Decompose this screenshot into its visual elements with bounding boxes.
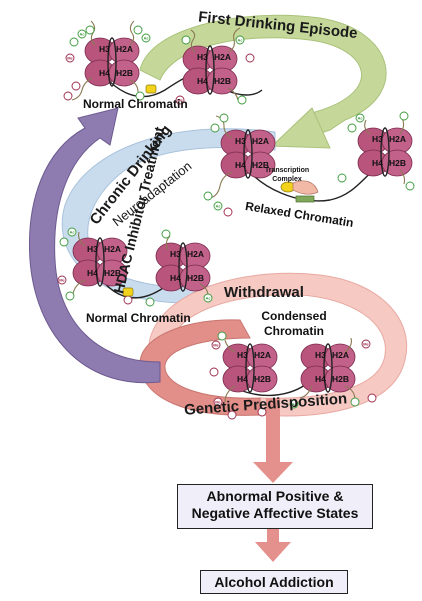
histone-h2b-label: H2B [104,268,121,278]
histone-h3-label: H3 [87,244,98,254]
histone-h4-label: H4 [237,374,248,384]
histone-h3-label: H3 [235,136,246,146]
transcription-complex [280,180,319,203]
acetyl-label: Ac [357,116,363,121]
histone-h3-label: H3 [197,52,208,62]
histone-h2b-label: H2B [252,160,269,170]
histone-h4-label: H4 [99,68,110,78]
alcohol-addiction-label: Alcohol Addiction [214,574,334,590]
normal-chromatin-top-label: Normal Chromatin [83,97,188,111]
first-episode-arrowhead [270,107,331,149]
hdac-inhibitor-arrow [28,107,161,384]
down-arrow-1 [253,398,293,483]
relaxed-chromatin-label: Relaxed Chromatin [244,199,354,230]
withdrawal-label: Withdrawal [224,284,304,301]
histone-h3-label: H3 [372,134,383,144]
histone-h3-label: H3 [315,350,326,360]
histone-h4-label: H4 [235,160,246,170]
affective-states-line2: Negative Affective States [191,505,359,521]
acetyl-label: Ac [79,32,85,37]
histone-h2a-label: H2A [214,52,231,62]
histone-h2a-label: H2A [252,136,269,146]
histone-tails [71,20,406,403]
methyl-label: Me [177,98,183,103]
histone-h4-label: H4 [372,158,383,168]
methyl-label: Me [363,342,369,347]
histone-h3-label: H3 [237,350,248,360]
normal-chromatin-middle-label: Normal Chromatin [86,311,191,325]
histone-h2a-label: H2A [104,244,121,254]
transcription-complex-label-line1: Transcription [265,167,309,174]
affective-states-box: Abnormal Positive & Negative Affective S… [177,484,373,529]
histone-h2a-label: H2A [254,350,271,360]
transcription-complex-label-line2: Complex [272,176,302,183]
histone-labels: H3 H2A H4 H2B H3 H2A H4 H2B H3 H2A H4 H2… [87,44,406,384]
histone-h2a-label: H2A [116,44,133,54]
acetyl-label: Ac [205,296,211,301]
acetyl-label: Ac [69,230,75,235]
affective-states-line1: Abnormal Positive & [206,488,344,504]
histone-h4-label: H4 [197,76,208,86]
dna-relaxed [239,159,386,202]
methyl-mark-labels: Me Me Me Me Me Me [59,56,369,405]
histone-h2b-label: H2B [389,158,406,168]
acetyl-label: Ac [215,204,221,209]
condensed-chromatin-label-line2: Chromatin [264,324,324,338]
down-arrow-2 [255,528,291,562]
condensed-chromatin-label-line1: Condensed [261,309,326,323]
alcohol-addiction-box: Alcohol Addiction [200,570,348,594]
histone-h2b-label: H2B [332,374,349,384]
histone-h2b-label: H2B [254,374,271,384]
histone-h3-label: H3 [99,44,110,54]
methyl-label: Me [59,278,65,283]
methyl-label: Me [215,400,221,405]
acetyl-label: Ac [291,402,297,407]
histone-h2b-label: H2B [187,273,204,283]
acetyl-mark-labels: Ac Ac Ac Ac Ac Ac Ac Ac [69,32,363,407]
histone-h2a-label: H2A [332,350,349,360]
histone-h2a-label: H2A [187,249,204,259]
enzyme-blob-middle [122,287,134,297]
methyl-label: Me [213,343,219,348]
genetic-predisposition-arc [139,319,261,416]
histone-h2b-label: H2B [116,68,133,78]
histone-h4-label: H4 [315,374,326,384]
histone-h3-label: H3 [170,249,181,259]
acetyl-label: Ac [143,36,149,41]
histone-h4-label: H4 [170,273,181,283]
enzyme-blob-top [145,84,157,94]
histone-h4-label: H4 [87,268,98,278]
acetyl-label: Ac [237,38,243,43]
histone-h2a-label: H2A [389,134,406,144]
methyl-label: Me [67,56,73,61]
histone-h2b-label: H2B [214,76,231,86]
